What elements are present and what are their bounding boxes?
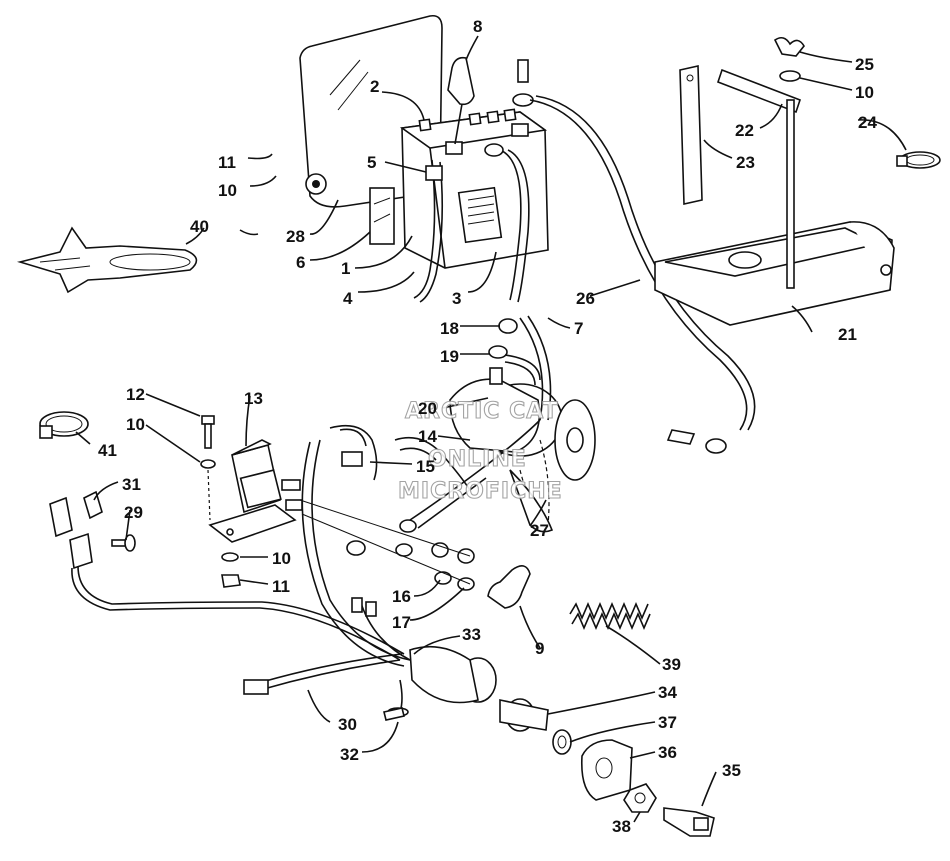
callout-21: 21: [838, 325, 857, 344]
lead-14: [394, 436, 471, 491]
callout-12: 12: [126, 385, 145, 404]
terminal-boot: [447, 56, 475, 145]
ignition-switch: [409, 645, 572, 755]
callout-15: 15: [416, 457, 435, 476]
positive-cable: [499, 149, 522, 301]
spring-39: [569, 601, 651, 631]
callout-5: 5: [367, 153, 376, 172]
starter-motor: [449, 367, 596, 533]
callout-3: 3: [452, 289, 461, 308]
callout-28: 28: [286, 227, 305, 246]
key-35: [663, 807, 715, 837]
callout-20: 20: [418, 399, 437, 418]
hose-clamp-41: [39, 411, 89, 439]
callout-39: 39: [662, 655, 681, 674]
callout-32: 32: [340, 745, 359, 764]
battery-tray: [654, 221, 895, 326]
screw-12: [201, 415, 215, 449]
battery-cells: [418, 108, 517, 132]
watermark-line-3: MICROFICHE: [398, 479, 563, 504]
callout-38: 38: [612, 817, 631, 836]
cable-7: [519, 317, 544, 421]
boot-9: [487, 565, 531, 609]
battery-strap: [413, 159, 436, 299]
callout-11: 11: [218, 153, 236, 172]
callout-4: 4: [343, 289, 353, 308]
starter-solenoid: [208, 439, 303, 543]
callout-2: 2: [370, 77, 379, 96]
fuse-31: [83, 490, 103, 520]
callout-14: 14: [418, 427, 437, 446]
strap-23: [679, 65, 703, 205]
callout-25: 25: [855, 55, 874, 74]
callout-40: 40: [190, 217, 209, 236]
nut-38: [623, 783, 657, 813]
watermark-line-2: ONLINE: [428, 447, 527, 472]
nut-18: [498, 318, 518, 334]
callout-33: 33: [462, 625, 481, 644]
watermark-line-1: ARCTIC CAT: [405, 399, 559, 424]
callout-10: 10: [218, 181, 237, 200]
leader-lines: [75, 35, 907, 823]
plate-36: [580, 739, 633, 801]
callout-10b: 10: [855, 83, 874, 102]
bracket-22: [716, 68, 802, 289]
clip-32: [383, 707, 405, 721]
callout-26: 26: [576, 289, 595, 308]
callout-30: 30: [338, 715, 357, 734]
callout-13: 13: [244, 389, 263, 408]
bolt-29: [111, 534, 136, 552]
callout-8: 8: [473, 17, 482, 36]
callout-9: 9: [535, 639, 544, 658]
callout-24: 24: [858, 113, 877, 132]
callout-6: 6: [296, 253, 305, 272]
callout-27: 27: [530, 521, 549, 540]
decal-40: [16, 226, 198, 294]
callout-36: 36: [658, 743, 677, 762]
washer-19: [488, 345, 508, 359]
callout-17: 17: [392, 613, 411, 632]
callout-35: 35: [722, 761, 741, 780]
callout-29: 29: [124, 503, 143, 522]
callout-41: 41: [98, 441, 117, 460]
callout-18: 18: [440, 319, 459, 338]
lead-15: [329, 424, 378, 481]
wing-nut: [773, 36, 805, 82]
callout-10d: 10: [272, 549, 291, 568]
callout-10c: 10: [126, 415, 145, 434]
callout-1: 1: [341, 259, 350, 278]
callout-7: 7: [574, 319, 583, 338]
callout-31: 31: [122, 475, 141, 494]
strap-clip: [425, 165, 443, 181]
callout-11b: 11: [272, 577, 290, 596]
battery: [369, 108, 549, 269]
callout-22: 22: [735, 121, 754, 140]
callout-19: 19: [440, 347, 459, 366]
callout-34: 34: [658, 683, 677, 702]
callout-16: 16: [392, 587, 411, 606]
callout-23: 23: [736, 153, 755, 172]
callout-37: 37: [658, 713, 677, 732]
callouts: 2 8 5 11 10 40 28 6 1 4 3 25 10 24 22 23…: [98, 17, 877, 836]
watermark: ARCTIC CAT ONLINE MICROFICHE: [397, 398, 563, 504]
hose-clamp-24: [896, 151, 941, 169]
